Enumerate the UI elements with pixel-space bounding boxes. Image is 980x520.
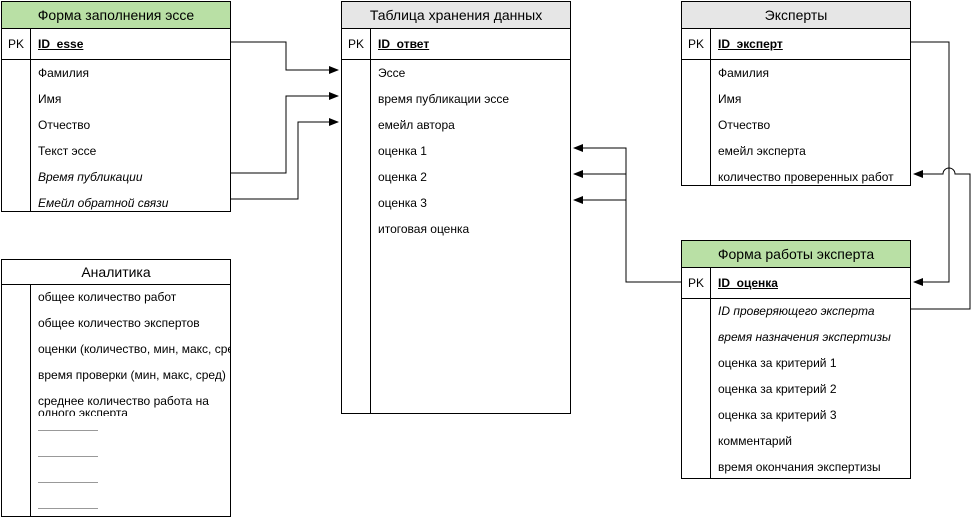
field-item: Время публикации <box>38 170 143 184</box>
field-item: время окончания экспертизы <box>718 460 881 474</box>
entity-title: Аналитика <box>2 260 230 285</box>
link-reviewer-to-count <box>911 167 971 310</box>
pk-field: ID_эксперт <box>718 37 783 51</box>
field-item: среднее количество работа на <box>38 394 209 408</box>
entity-title: Эксперты <box>682 2 910 29</box>
field-item: оценка 1 <box>378 144 427 158</box>
gutter <box>342 60 371 413</box>
gutter <box>682 299 711 478</box>
field-item: время публикации эссе <box>378 92 510 106</box>
entity-expert-form[interactable]: Форма работы эксперта PK ID_оценка ID пр… <box>681 240 911 479</box>
field-item: оценка за критерий 2 <box>718 382 837 396</box>
link-expert-to-grade <box>911 41 950 286</box>
entity-experts[interactable]: Эксперты PK ID_эксперт Фамилия Имя Отчес… <box>681 1 911 186</box>
pk-label: PK <box>682 29 711 59</box>
field-item: итоговая оценка <box>378 222 470 236</box>
pk-label: PK <box>342 29 371 59</box>
field-item: Отчество <box>718 118 771 132</box>
field-item: емейл эксперта <box>718 144 806 158</box>
fields-body: Фамилия Имя Отчество Текст эссе Время пу… <box>2 60 230 211</box>
fields-body: Фамилия Имя Отчество емейл эксперта коли… <box>682 60 910 185</box>
placeholder-line <box>38 508 98 509</box>
field-item: оценка за критерий 3 <box>718 408 837 422</box>
field-item: Имя <box>718 92 742 106</box>
link-time-to-publication <box>231 92 339 174</box>
pk-field: ID_оценка <box>718 276 778 290</box>
gutter <box>2 285 31 516</box>
field-item: оценка за критерий 1 <box>718 356 837 370</box>
placeholder-line <box>38 430 98 431</box>
field-item: оценка 3 <box>378 196 427 210</box>
entity-title: Форма работы эксперта <box>682 241 910 268</box>
field-item: Отчество <box>38 118 91 132</box>
field-item: общее количество экспертов <box>38 316 200 330</box>
fields-body: Эссе время публикации эссе емейл автора … <box>342 60 570 413</box>
field-item: Текст эссе <box>38 144 97 158</box>
link-idesse-to-essay <box>231 41 339 74</box>
field-item: оценки (количество, мин, макс, средн) <box>38 342 230 356</box>
entity-title: Таблица хранения данных <box>342 2 570 29</box>
entity-essay-form[interactable]: Форма заполнения эссе PK ID_esse Фамилия… <box>1 1 231 212</box>
fields-body: ID проверяющего эксперта время назначени… <box>682 299 910 478</box>
field-item: комментарий <box>718 434 792 448</box>
field-item: емейл автора <box>378 118 455 132</box>
pk-label: PK <box>2 29 31 59</box>
field-item: Емейл обратной связи <box>38 196 169 210</box>
field-item: время проверки (мин, макс, сред) <box>38 368 226 382</box>
field-item: ID проверяющего эксперта <box>718 304 875 318</box>
gutter <box>2 60 31 211</box>
pk-row: PK ID_оценка <box>682 268 910 299</box>
field-item: общее количество работ <box>38 290 177 304</box>
placeholder-line <box>38 456 98 457</box>
pk-label: PK <box>682 268 711 298</box>
pk-field: ID_ответ <box>378 37 430 51</box>
field-item: оценка 2 <box>378 170 427 184</box>
placeholder-line <box>38 482 98 483</box>
link-email-to-author <box>231 118 339 200</box>
field-item: количество проверенных работ <box>718 170 894 184</box>
entity-title: Форма заполнения эссе <box>2 2 230 29</box>
field-item: Фамилия <box>38 66 89 80</box>
gutter <box>682 60 711 185</box>
clip-region: одного эксперта <box>2 285 230 416</box>
fields-body: общее количество работ общее количество … <box>2 285 230 516</box>
field-item: время назначения экспертизы <box>718 330 891 344</box>
link-grade-to-score1 <box>573 144 681 283</box>
pk-field: ID_esse <box>38 37 84 51</box>
field-item: Эссе <box>378 66 406 80</box>
field-item: одного эксперта <box>38 406 128 416</box>
entity-analytics[interactable]: Аналитика общее количество работ общее к… <box>1 259 231 517</box>
pk-row: PK ID_esse <box>2 29 230 60</box>
field-item: Фамилия <box>718 66 769 80</box>
field-item: Имя <box>38 92 62 106</box>
entity-storage-table[interactable]: Таблица хранения данных PK ID_ответ Эссе… <box>341 1 571 414</box>
pk-row: PK ID_ответ <box>342 29 570 60</box>
pk-row: PK ID_эксперт <box>682 29 910 60</box>
